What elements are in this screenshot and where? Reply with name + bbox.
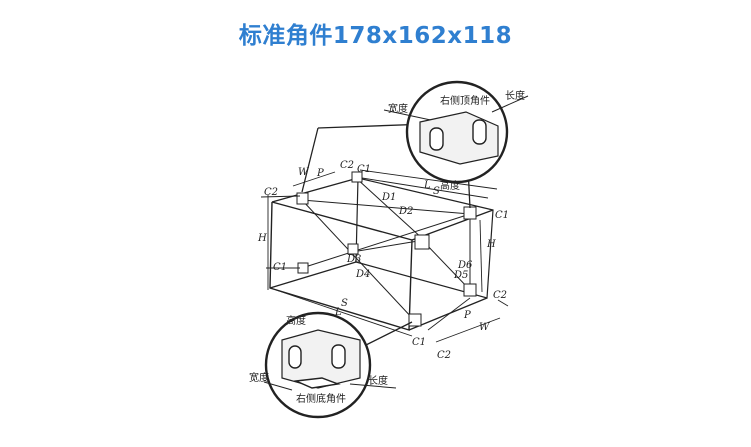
bottom-callout-height-label: 高度 <box>286 314 306 327</box>
dim-h-right: H <box>486 239 496 250</box>
top-callout-label: 右侧顶角件 <box>440 94 490 107</box>
dim-w-top: W <box>298 167 309 178</box>
dim-h-left: H <box>257 233 267 244</box>
bottom-callout: 高度 宽度 长度 右侧底角件 <box>249 311 397 419</box>
fitting-c1-right: C1 <box>495 210 509 221</box>
bottom-callout-length-label: 长度 <box>368 374 388 387</box>
diag-d4: D4 <box>355 269 370 280</box>
fitting-c2-top: C2 <box>340 160 354 171</box>
dim-s-bottom: S <box>341 298 348 309</box>
dim-l-bottom: L <box>334 307 342 318</box>
page-title: 标准角件178x162x118 <box>238 23 513 49</box>
fitting-c1-bottom-left: C1 <box>273 262 287 273</box>
diag-d2: D2 <box>398 206 413 217</box>
top-callout-length-label: 长度 <box>505 89 525 102</box>
fitting-c2-left: C2 <box>264 187 278 198</box>
diag-d5: D5 <box>453 270 468 281</box>
fitting-c2-bottom: C2 <box>437 350 451 361</box>
fitting-c2-bottom-right: C2 <box>493 290 507 301</box>
dim-p-top: P <box>316 168 324 179</box>
top-callout: 右侧顶角件 宽度 长度 <box>383 80 529 184</box>
diag-d1: D1 <box>381 192 396 203</box>
dim-p-bottom: P <box>463 310 471 321</box>
fitting-c1-top-back: C1 <box>357 164 371 175</box>
top-callout-width-label: 宽度 <box>388 102 408 115</box>
fitting-c1-bottom: C1 <box>412 337 426 348</box>
diag-d6: D6 <box>457 260 473 271</box>
dimension-lines <box>260 169 509 343</box>
dim-l-top: L <box>423 180 431 191</box>
dim-s-top: S <box>433 186 440 197</box>
bottom-callout-label: 右侧底角件 <box>296 392 346 405</box>
dim-w-bottom: W <box>479 322 490 333</box>
height-label: 高度 <box>440 179 460 192</box>
diag-d3: D3 <box>346 254 361 265</box>
bottom-callout-width-label: 宽度 <box>249 371 269 384</box>
corner-fittings <box>296 171 477 327</box>
diagonal-lines <box>301 177 471 321</box>
